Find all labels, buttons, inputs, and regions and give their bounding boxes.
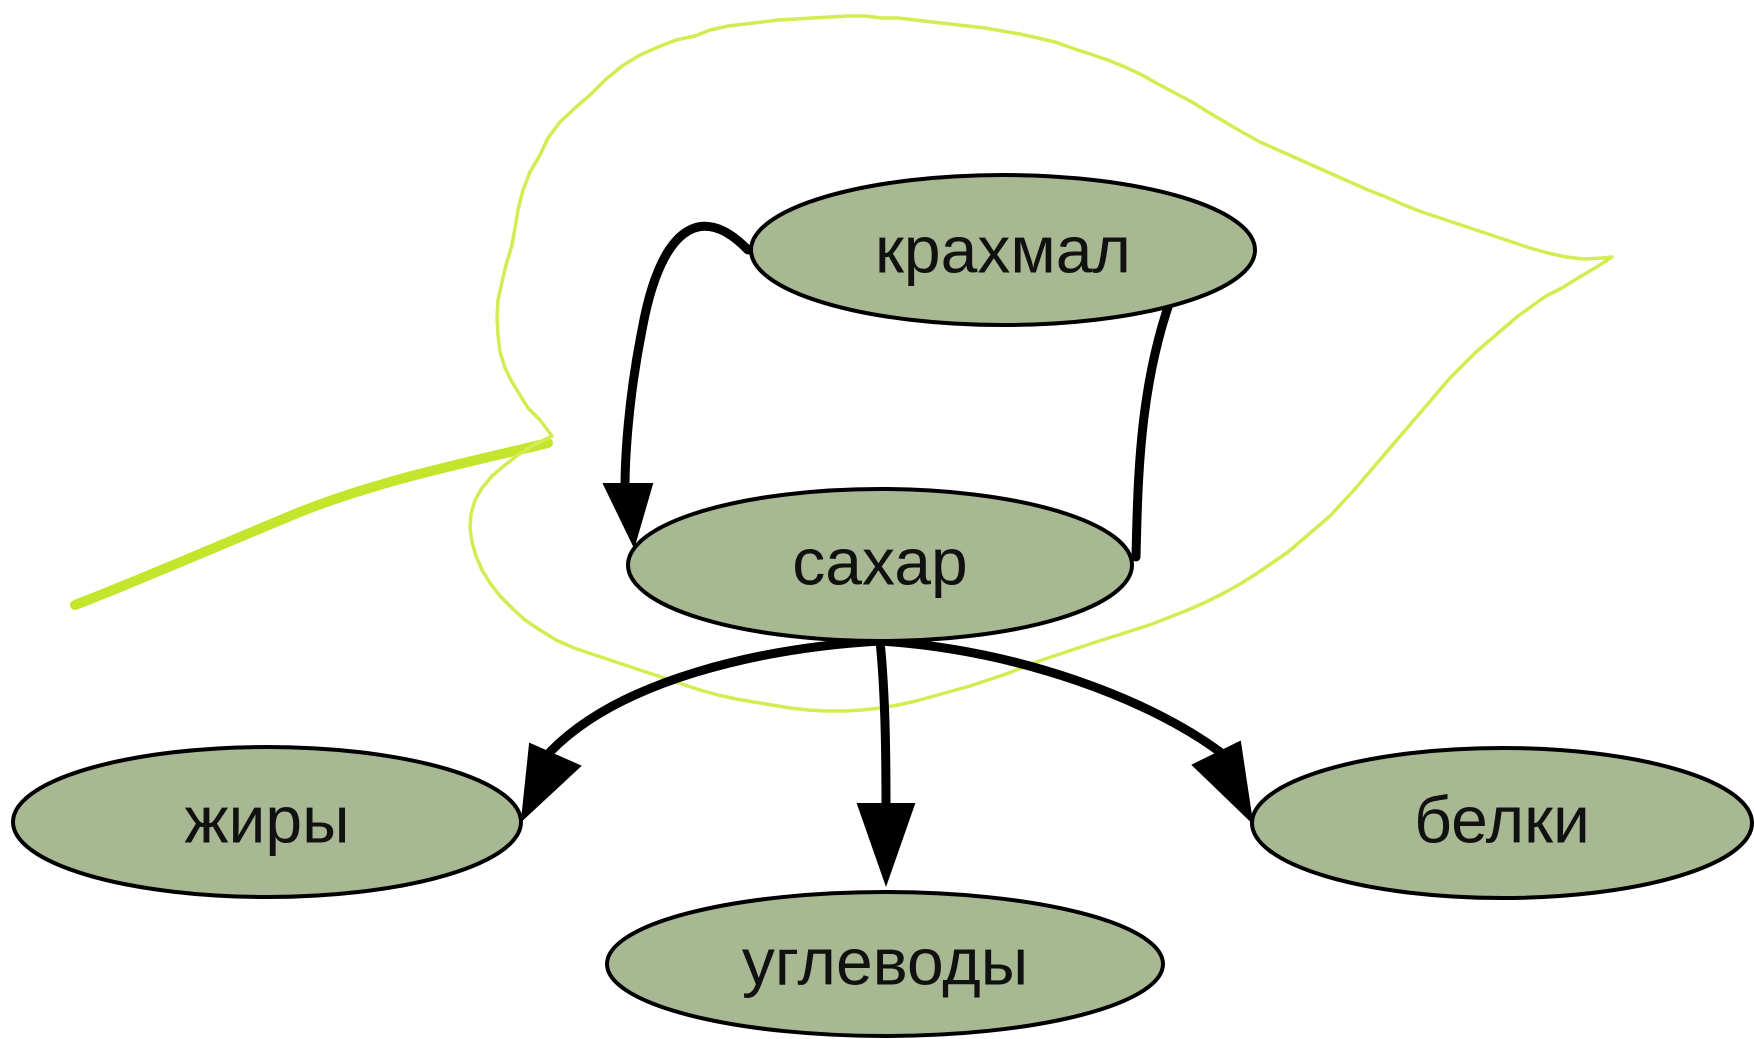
node-sugar: сахар	[626, 487, 1134, 643]
node-proteins: белки	[1250, 746, 1754, 900]
edge-sugar-to-fats	[545, 636, 885, 757]
leaf-stem	[70, 438, 553, 610]
node-proteins-label: белки	[1414, 782, 1590, 856]
leaf-outline	[468, 14, 1614, 713]
edge-sugar-to-proteins	[875, 636, 1225, 757]
node-starch-shape	[749, 173, 1257, 327]
arrowhead-sugar-to-carbs	[856, 803, 916, 888]
edge-sugar-to-starch	[1131, 270, 1185, 562]
node-sugar-shape	[626, 487, 1134, 643]
edge-sugar-to-carbs	[875, 636, 891, 817]
node-carbs-shape	[605, 890, 1165, 1038]
node-fats-label: жиры	[184, 782, 349, 856]
node-starch: крахмал	[749, 173, 1257, 327]
node-carbs: углеводы	[605, 890, 1165, 1038]
edges	[520, 221, 1257, 888]
node-carbs-label: углеводы	[742, 924, 1028, 998]
node-fats: жиры	[11, 745, 523, 899]
arrowhead-sugar-to-proteins	[1191, 740, 1254, 825]
arrowhead-sugar-to-fats	[520, 742, 582, 823]
arrowhead-starch-to-sugar	[602, 483, 654, 549]
node-fats-shape	[11, 745, 523, 899]
node-proteins-shape	[1250, 746, 1754, 900]
edge-starch-to-sugar	[620, 221, 753, 493]
linden-leaf-icon	[70, 14, 1614, 713]
node-sugar-label: сахар	[792, 524, 967, 598]
node-starch-label: крахмал	[875, 212, 1131, 286]
